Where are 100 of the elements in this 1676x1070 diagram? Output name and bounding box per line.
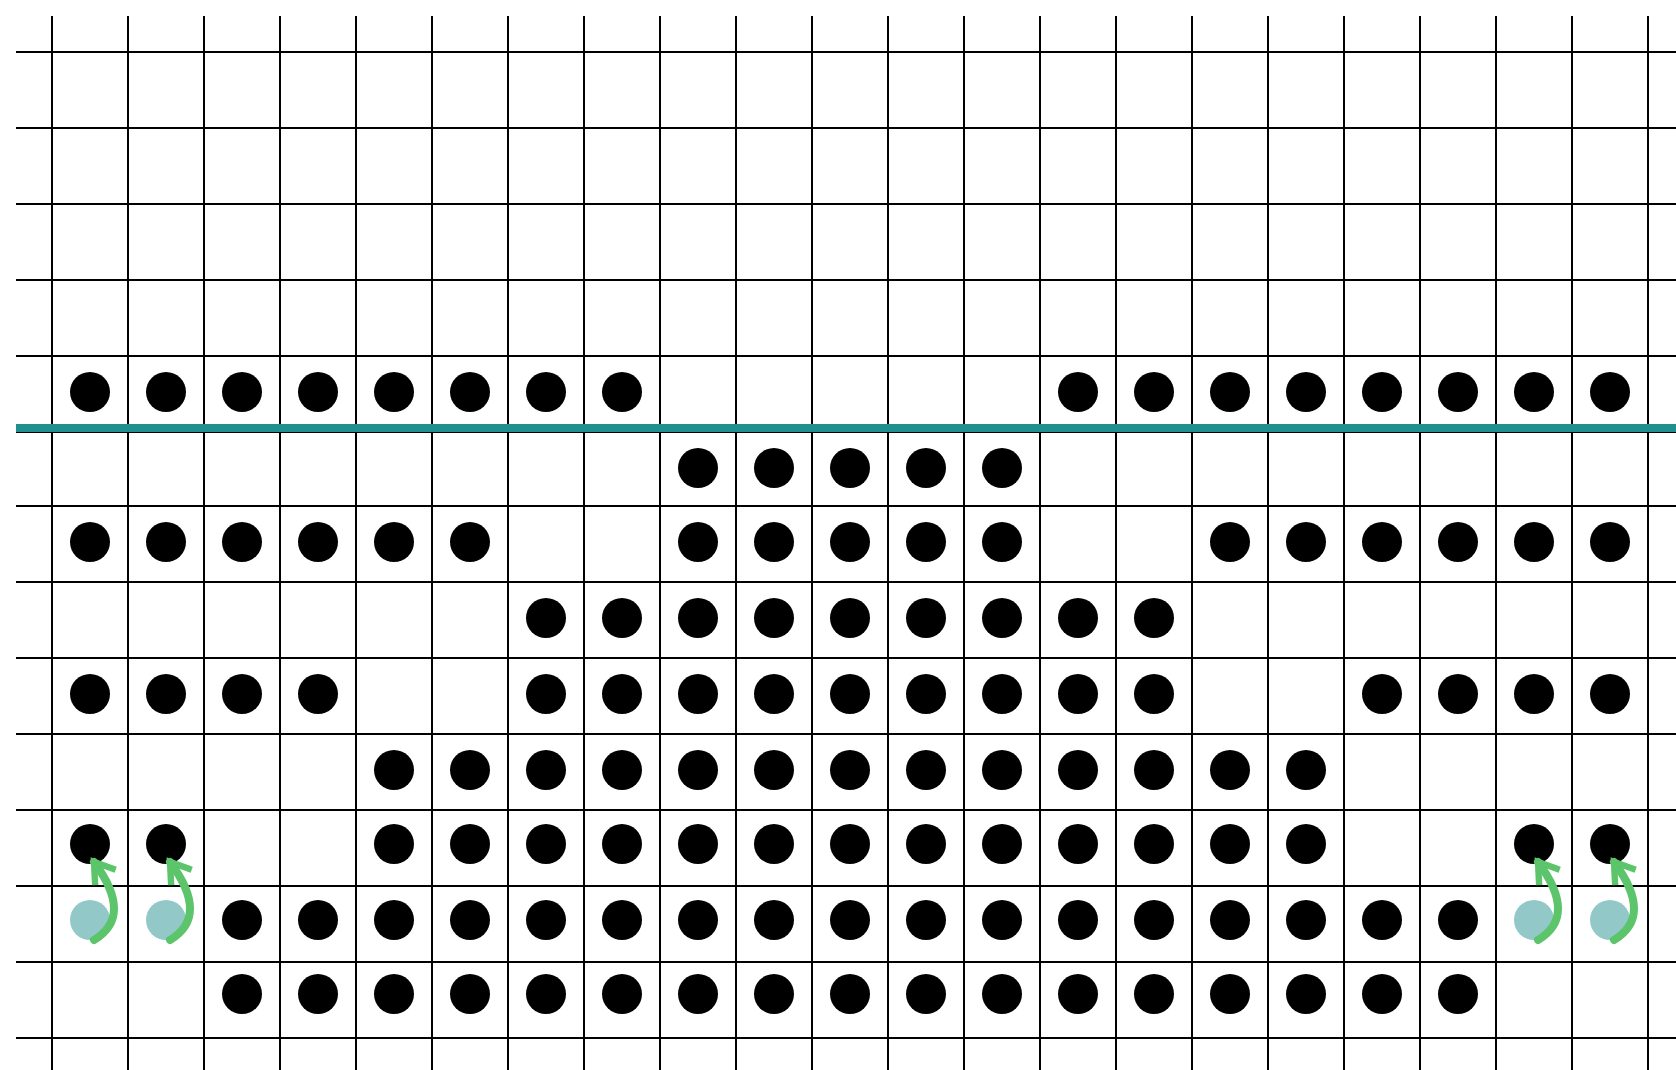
dot	[754, 448, 794, 488]
dot	[754, 522, 794, 562]
dot	[1590, 372, 1630, 412]
dot	[1134, 974, 1174, 1014]
dot	[298, 674, 338, 714]
dot	[1058, 674, 1098, 714]
dot	[374, 824, 414, 864]
dot	[1590, 522, 1630, 562]
dot	[526, 372, 566, 412]
dot	[1362, 372, 1402, 412]
dot	[982, 974, 1022, 1014]
dot	[602, 372, 642, 412]
dot	[906, 522, 946, 562]
dot	[830, 598, 870, 638]
dot	[1286, 900, 1326, 940]
dot	[1058, 750, 1098, 790]
dot	[1590, 824, 1630, 864]
dot	[1362, 900, 1402, 940]
dot	[222, 372, 262, 412]
dot	[1134, 598, 1174, 638]
dot	[1134, 900, 1174, 940]
dot	[982, 900, 1022, 940]
dot	[374, 974, 414, 1014]
dot	[1362, 522, 1402, 562]
dot	[450, 372, 490, 412]
dot	[298, 974, 338, 1014]
dot	[1210, 974, 1250, 1014]
dot	[526, 598, 566, 638]
dot	[146, 824, 186, 864]
dot	[298, 900, 338, 940]
dot	[906, 900, 946, 940]
dot	[906, 750, 946, 790]
dot	[678, 750, 718, 790]
dot	[298, 522, 338, 562]
dot	[1438, 900, 1478, 940]
dot	[526, 824, 566, 864]
dot	[1210, 750, 1250, 790]
curved-arrow	[1534, 858, 1563, 944]
dot	[526, 674, 566, 714]
dot	[146, 372, 186, 412]
dot	[1590, 674, 1630, 714]
dot	[1210, 824, 1250, 864]
dot	[678, 900, 718, 940]
dot	[602, 598, 642, 638]
dot	[1058, 598, 1098, 638]
dot	[830, 750, 870, 790]
dot	[1514, 900, 1554, 940]
dot	[1438, 372, 1478, 412]
curved-arrow	[90, 858, 119, 944]
dot	[1134, 372, 1174, 412]
curved-arrow	[1610, 858, 1639, 944]
dot	[906, 974, 946, 1014]
dot	[70, 824, 110, 864]
dot	[374, 750, 414, 790]
dot	[982, 598, 1022, 638]
dot	[1058, 372, 1098, 412]
dot	[1286, 974, 1326, 1014]
dot	[222, 900, 262, 940]
dot	[222, 674, 262, 714]
dot	[298, 372, 338, 412]
dot	[830, 448, 870, 488]
curved-arrow	[166, 858, 195, 944]
dot	[450, 522, 490, 562]
dot	[982, 522, 1022, 562]
dot	[678, 598, 718, 638]
dot	[70, 522, 110, 562]
dot	[222, 974, 262, 1014]
dot	[1514, 824, 1554, 864]
dot	[602, 974, 642, 1014]
dot	[146, 522, 186, 562]
dot	[1210, 900, 1250, 940]
dot	[830, 900, 870, 940]
dot	[1362, 674, 1402, 714]
dot	[678, 974, 718, 1014]
dot	[374, 522, 414, 562]
dot	[678, 448, 718, 488]
dot	[906, 448, 946, 488]
dot	[982, 824, 1022, 864]
dot	[830, 824, 870, 864]
dot	[70, 674, 110, 714]
dot	[906, 674, 946, 714]
dot	[1438, 522, 1478, 562]
dot	[1590, 900, 1630, 940]
dot	[678, 824, 718, 864]
dot	[678, 522, 718, 562]
dot	[1134, 674, 1174, 714]
dot	[1514, 674, 1554, 714]
dot	[1438, 674, 1478, 714]
dot	[830, 974, 870, 1014]
dot	[754, 974, 794, 1014]
dot	[1286, 750, 1326, 790]
dot	[1058, 974, 1098, 1014]
dot	[830, 522, 870, 562]
dot	[982, 750, 1022, 790]
dot	[374, 900, 414, 940]
dot	[374, 372, 414, 412]
dot	[1514, 372, 1554, 412]
dot	[906, 598, 946, 638]
dot	[450, 974, 490, 1014]
dot	[982, 674, 1022, 714]
